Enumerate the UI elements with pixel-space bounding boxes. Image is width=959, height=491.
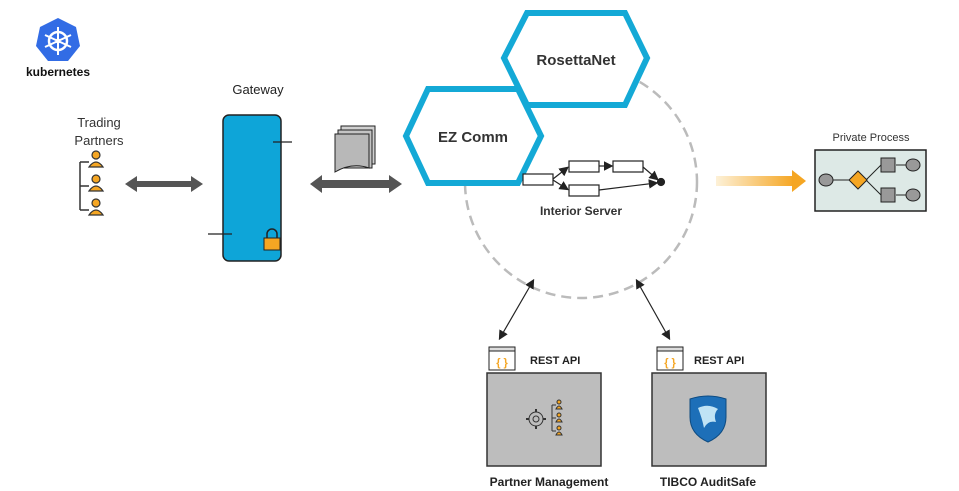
interior-server-label: Interior Server [540,204,622,218]
shield-icon [689,395,727,443]
gateway-box [222,114,282,262]
rosettanet-hexagon: RosettaNet [500,10,651,108]
ez-comm-label: EZ Comm [438,129,508,146]
kubernetes-helm-icon [36,18,80,61]
private-process: Private Process [814,132,927,212]
auditsafe-label: TIBCO AuditSafe [660,475,757,489]
gateway: Gateway [208,82,292,262]
auditsafe: { } REST API TIBCO AuditSafe [651,346,767,489]
gateway-label: Gateway [232,82,284,97]
document-stack-icon [334,125,376,173]
partner-hierarchy-icon [79,150,105,216]
svg-text:{ }: { } [664,357,676,369]
private-process-label: Private Process [832,132,910,144]
trading-partners-label-line1: Trading [77,115,121,130]
partner-management-connection [498,278,535,341]
partner-management: { } REST API Partner Management [486,346,609,489]
interior-process-flow [522,160,666,197]
rest-api-icon: { } [656,346,684,371]
auditsafe-api-label: REST API [694,355,744,367]
partners-gateway-connection-arrow [125,176,203,192]
kubernetes-logo-text: kubernetes [26,65,90,79]
partner-management-label: Partner Management [490,475,609,489]
lock-icon [263,228,281,251]
rest-api-icon: { } [488,346,516,371]
trading-partners: Trading Partners [74,115,124,216]
private-process-connection-arrow [716,170,806,192]
partner-management-api-label: REST API [530,355,580,367]
ez-comm-hexagon: EZ Comm [402,86,545,186]
gear-hierarchy-icon [526,399,563,436]
gateway-server-connection-arrow [310,175,402,193]
svg-text:{ }: { } [496,357,508,369]
rosettanet-label: RosettaNet [536,52,615,69]
kubernetes-logo: kubernetes [26,18,90,79]
trading-partners-label-line2: Partners [74,133,124,148]
auditsafe-connection [635,278,671,341]
